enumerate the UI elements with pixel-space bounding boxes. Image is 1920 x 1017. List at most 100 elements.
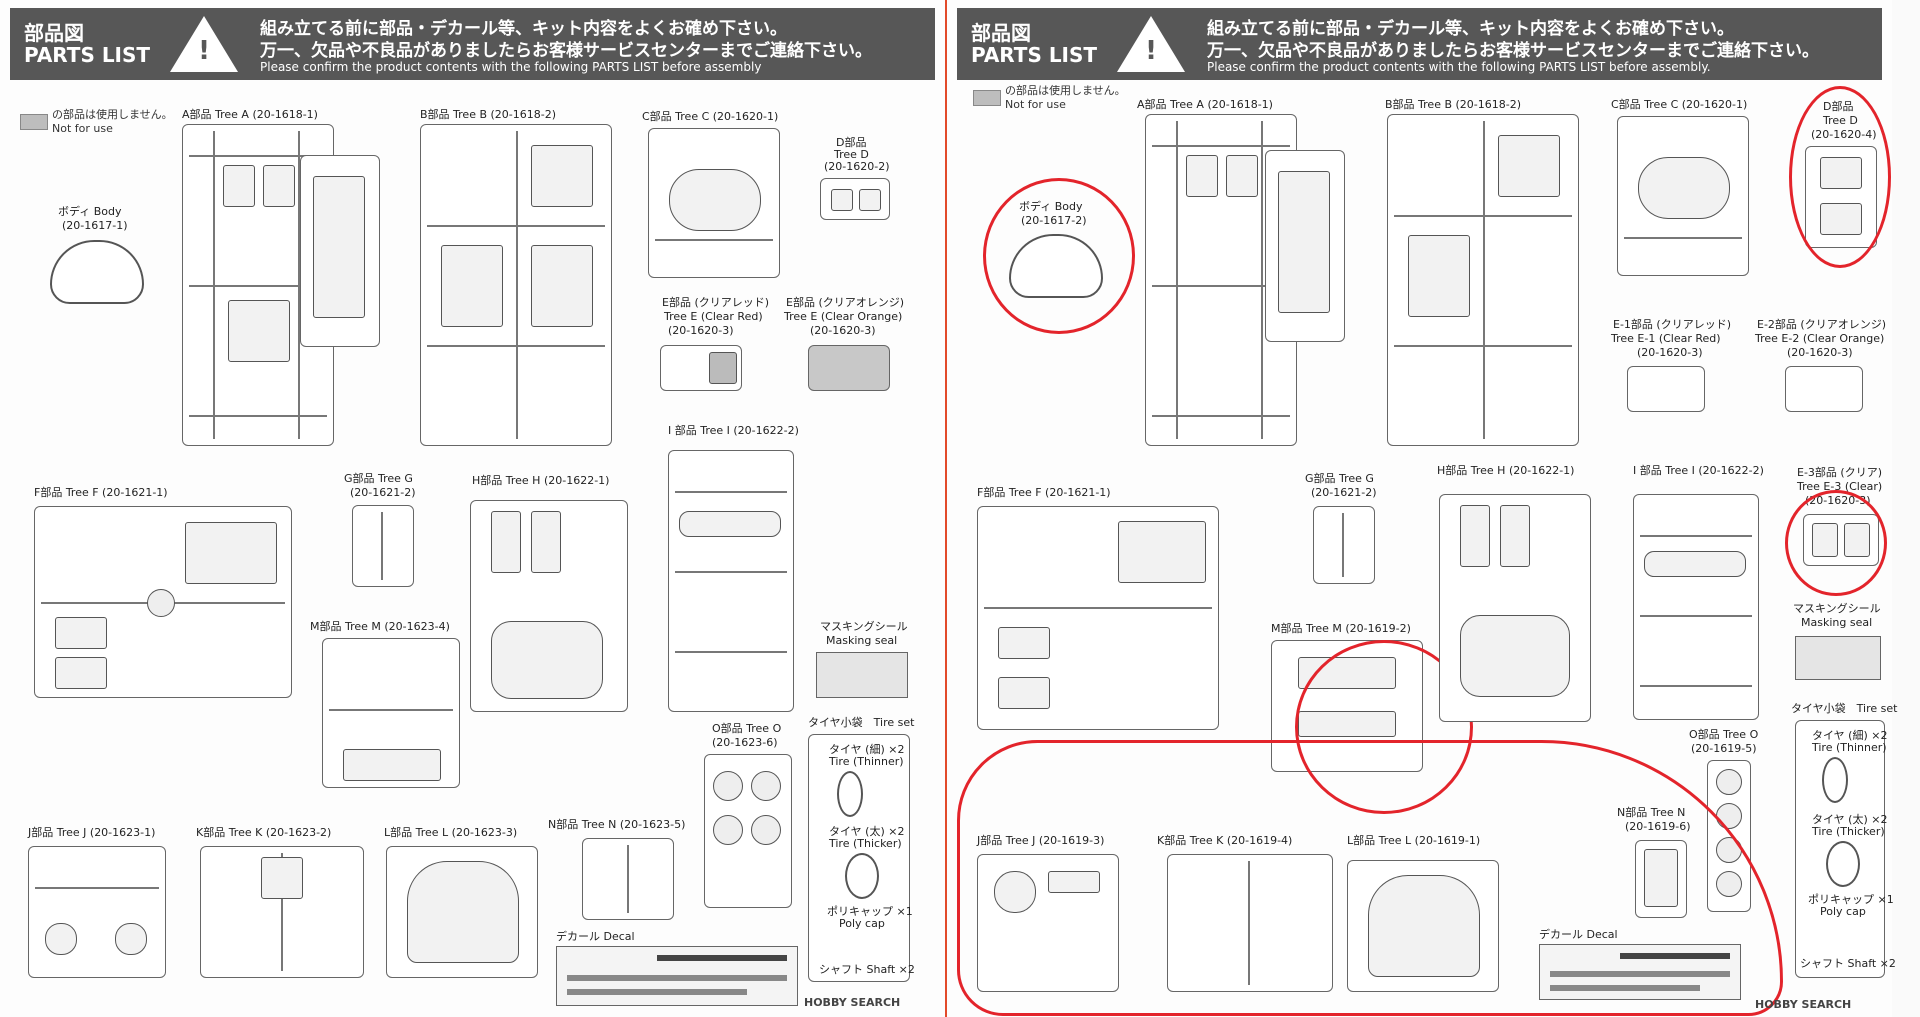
tree-f-label: F部品 Tree F (20-1621-1) xyxy=(977,486,1111,499)
tire-bag: タイヤ (細) ×2 Tire (Thinner) タイヤ (太) ×2 Tir… xyxy=(1795,720,1896,978)
tree-e-red-jp: E部品 (クリアレッド) xyxy=(662,296,770,309)
tree-c-sprue xyxy=(648,128,780,278)
tree-i-label: I 部品 Tree I (20-1622-2) xyxy=(1633,464,1764,477)
parts-list-page-left: 部品図 PARTS LIST ! 組み立てる前に部品・デカール等、キット内容をよ… xyxy=(0,0,945,1017)
not-for-use-jp: の部品は使用しません。 xyxy=(1005,84,1126,97)
masking-seal xyxy=(816,652,908,698)
tree-d-sprue xyxy=(820,178,890,220)
warning-text-jp-2: 万一、欠品や不良品がありましたらお客様サービスセンターまでご連絡下さい。 xyxy=(260,41,872,61)
tree-a-sprue xyxy=(182,124,334,446)
tree-e3-en: Tree E-3 (Clear) xyxy=(1797,480,1883,493)
tree-b-label: B部品 Tree B (20-1618-2) xyxy=(1385,98,1522,111)
tree-a-label: A部品 Tree A (20-1618-1) xyxy=(1137,98,1273,111)
tree-g-code: (20-1621-2) xyxy=(350,486,416,499)
tree-e1-sprue xyxy=(1627,366,1705,412)
tree-f-sprue xyxy=(977,506,1219,730)
tree-k-sprue xyxy=(200,846,364,978)
decal-label: デカール Decal xyxy=(556,930,635,943)
body-label: ボディ Body xyxy=(58,205,122,218)
tree-e2-jp: E-2部品 (クリアオレンジ) xyxy=(1757,318,1886,331)
tree-o-sprue xyxy=(704,754,792,908)
tree-l-label: L部品 Tree L (20-1623-3) xyxy=(384,826,518,839)
tree-f-sprue xyxy=(34,506,292,698)
tree-c-label: C部品 Tree C (20-1620-1) xyxy=(1611,98,1748,111)
tree-d-en: Tree D xyxy=(834,148,869,161)
warning-text-jp-1: 組み立てる前に部品・デカール等、キット内容をよくお確め下さい。 xyxy=(260,19,787,39)
parts-list-page-right: 部品図 PARTS LIST ! 組み立てる前に部品・デカール等、キット内容をよ… xyxy=(945,0,1897,1017)
tree-o-code: (20-1619-5) xyxy=(1691,742,1757,755)
tree-i-sprue xyxy=(668,450,794,712)
tree-h-sprue xyxy=(1439,494,1591,722)
tree-l-sprue xyxy=(386,846,538,978)
header-banner: 部品図 PARTS LIST ! 組み立てる前に部品・デカール等、キット内容をよ… xyxy=(957,8,1882,80)
tire-bag: タイヤ (細) ×2 Tire (Thinner) タイヤ (太) ×2 Tir… xyxy=(808,734,915,982)
masking-en: Masking seal xyxy=(1801,616,1873,629)
warning-icon xyxy=(170,16,238,72)
tree-m-label: M部品 Tree M (20-1623-4) xyxy=(310,620,450,633)
tree-a-label: A部品 Tree A (20-1618-1) xyxy=(182,108,318,121)
not-for-use-swatch xyxy=(20,114,48,130)
warning-text-en: Please confirm the product contents with… xyxy=(1207,60,1711,74)
body-code: (20-1617-1) xyxy=(62,219,128,232)
tire-thin-icon xyxy=(837,771,863,817)
tree-e-red-sprue xyxy=(660,345,742,391)
annotation-circle-tree-e3 xyxy=(1785,490,1887,596)
tree-m-sprue xyxy=(322,638,460,788)
tree-e-orange-en: Tree E (Clear Orange) xyxy=(784,310,903,323)
not-for-use-swatch xyxy=(973,90,1001,106)
tree-e-orange-sprue xyxy=(808,345,890,391)
tire-thin-icon xyxy=(1822,757,1848,803)
tree-e3-jp: E-3部品 (クリア) xyxy=(1797,466,1882,479)
tree-a-chassis xyxy=(300,155,380,347)
tree-g-jp: G部品 Tree G xyxy=(1305,472,1374,485)
not-for-use-en: Not for use xyxy=(1005,98,1066,111)
decal-sheet xyxy=(1539,944,1741,1000)
page-title: 部品図 PARTS LIST xyxy=(24,21,151,67)
warning-text-jp-2: 万一、欠品や不良品がありましたらお客様サービスセンターまでご連絡下さい。 xyxy=(1207,41,1819,61)
tree-i-label: I 部品 Tree I (20-1622-2) xyxy=(668,424,799,437)
warning-icon xyxy=(1117,16,1185,72)
body-part xyxy=(50,240,144,304)
tree-i-sprue xyxy=(1633,494,1759,720)
annotation-circle-tree-d xyxy=(1789,86,1891,268)
watermark-logo: HOBBY SEARCH xyxy=(1755,998,1852,1011)
not-for-use-jp: の部品は使用しません。 xyxy=(52,108,173,121)
tree-f-label: F部品 Tree F (20-1621-1) xyxy=(34,486,168,499)
tree-d-code: (20-1620-2) xyxy=(824,160,890,173)
tree-g-jp: G部品 Tree G xyxy=(344,472,413,485)
tree-b-sprue xyxy=(1387,114,1579,446)
tree-c-sprue xyxy=(1617,116,1749,276)
tree-o-jp: O部品 Tree O xyxy=(1689,728,1759,741)
masking-seal xyxy=(1795,636,1881,680)
tree-g-code: (20-1621-2) xyxy=(1311,486,1377,499)
header-banner: 部品図 PARTS LIST ! 組み立てる前に部品・デカール等、キット内容をよ… xyxy=(10,8,935,80)
tire-thick-icon xyxy=(1826,841,1860,887)
tree-a-sprue xyxy=(1145,114,1297,446)
decal-label: デカール Decal xyxy=(1539,928,1618,941)
tree-e2-en: Tree E-2 (Clear Orange) xyxy=(1755,332,1885,345)
tree-h-label: H部品 Tree H (20-1622-1) xyxy=(472,474,610,487)
tree-m-label: M部品 Tree M (20-1619-2) xyxy=(1271,622,1411,635)
tree-g-sprue xyxy=(352,505,414,587)
tree-e-red-code: (20-1620-3) xyxy=(668,324,734,337)
tree-n-label: N部品 Tree N (20-1623-5) xyxy=(548,818,686,831)
tree-d-jp: D部品 xyxy=(836,136,867,149)
tree-g-sprue xyxy=(1313,506,1375,584)
tree-h-label: H部品 Tree H (20-1622-1) xyxy=(1437,464,1575,477)
tree-n-sprue xyxy=(582,838,674,920)
warning-text-jp-1: 組み立てる前に部品・デカール等、キット内容をよくお確め下さい。 xyxy=(1207,19,1734,39)
tree-e2-sprue xyxy=(1785,366,1863,412)
masking-jp: マスキングシール xyxy=(820,620,908,633)
annotation-circle-body xyxy=(983,178,1135,334)
tree-e-orange-code: (20-1620-3) xyxy=(810,324,876,337)
decal-sheet xyxy=(556,946,798,1006)
tree-j-label: J部品 Tree J (20-1623-1) xyxy=(28,826,156,839)
tree-j-sprue xyxy=(28,846,166,978)
masking-jp: マスキングシール xyxy=(1793,602,1881,615)
warning-text-en: Please confirm the product contents with… xyxy=(260,60,762,74)
tree-e2-code: (20-1620-3) xyxy=(1787,346,1853,359)
not-for-use-en: Not for use xyxy=(52,122,113,135)
tree-o-code: (20-1623-6) xyxy=(712,736,778,749)
tree-h-sprue xyxy=(470,500,628,712)
warning-exclamation: ! xyxy=(198,36,210,66)
